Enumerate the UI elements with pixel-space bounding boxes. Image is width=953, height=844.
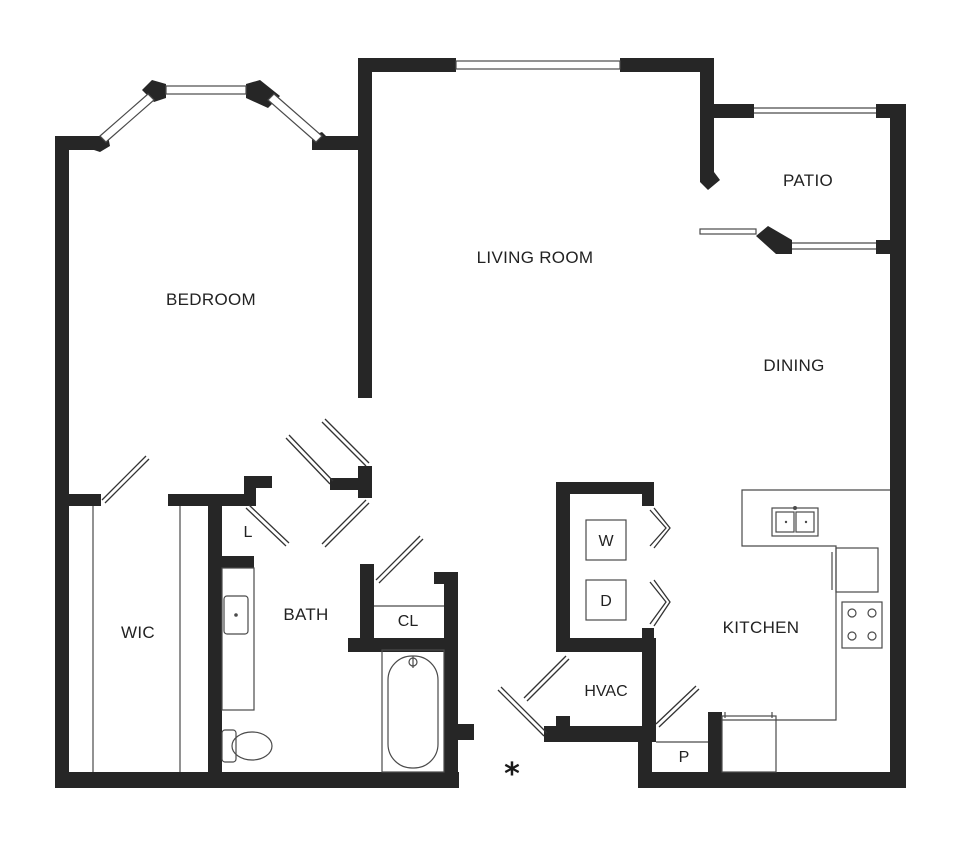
label-washer: W	[598, 533, 614, 550]
label-closet: CL	[398, 613, 419, 630]
toilet-icon	[221, 729, 273, 763]
entry-marker-icon: *	[504, 757, 520, 792]
stove-icon	[841, 601, 883, 649]
dishwasher-icon	[835, 547, 879, 593]
label-linen: L	[244, 524, 253, 541]
label-dining: DINING	[763, 356, 824, 375]
refrigerator-icon	[721, 712, 777, 773]
label-wic: WIC	[121, 623, 155, 642]
label-kitchen: KITCHEN	[723, 618, 800, 637]
washer-icon	[585, 519, 627, 561]
sink-icon	[223, 595, 249, 635]
label-living-room: LIVING ROOM	[477, 248, 594, 267]
label-patio: PATIO	[783, 171, 833, 190]
bathtub-icon	[381, 649, 445, 773]
label-pantry: P	[679, 749, 690, 766]
windows	[99, 60, 876, 250]
doors	[101, 418, 700, 737]
fixtures	[92, 489, 890, 773]
label-bath: BATH	[283, 605, 328, 624]
exterior-walls	[55, 58, 906, 788]
kitchen-sink-icon	[771, 506, 819, 537]
label-dryer: D	[600, 593, 612, 610]
dryer-icon	[585, 579, 627, 621]
interior-walls	[55, 466, 722, 788]
label-hvac: HVAC	[584, 683, 627, 700]
room-labels: BEDROOM LIVING ROOM PATIO DINING WIC BAT…	[121, 171, 833, 792]
label-bedroom: BEDROOM	[166, 290, 256, 309]
